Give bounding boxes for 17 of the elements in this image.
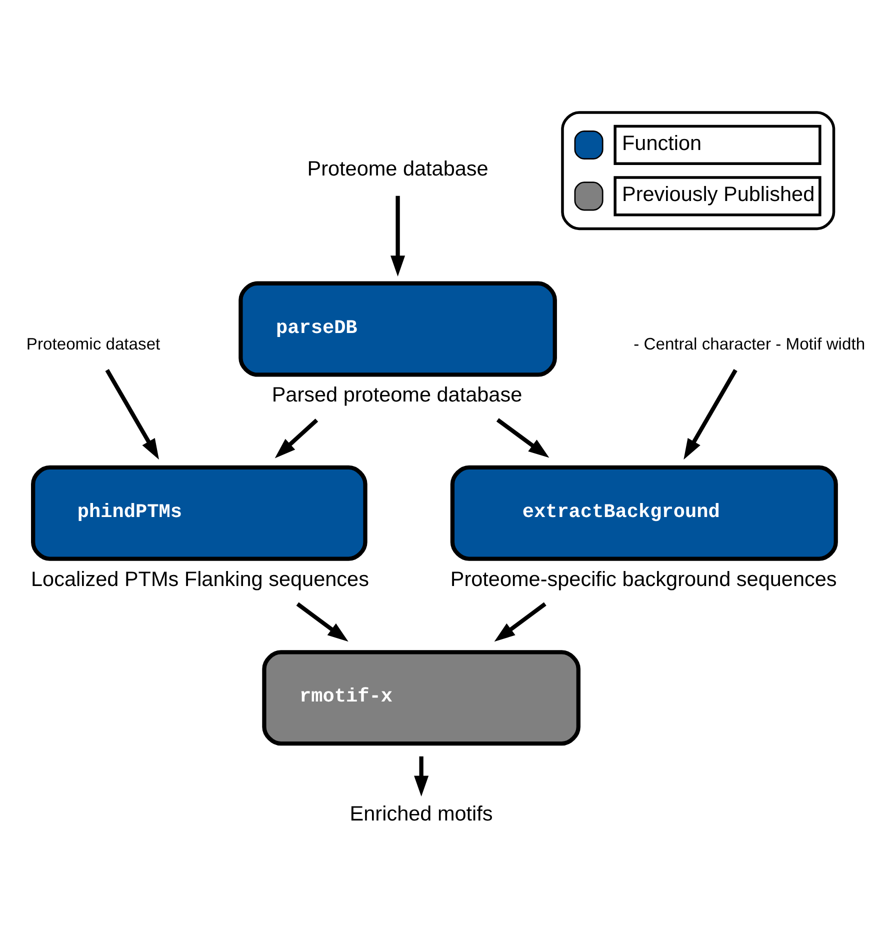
arrow [390, 195, 406, 276]
arrow [684, 368, 738, 460]
node-text: - Central character - Motif width [634, 334, 866, 353]
node-label: Localized PTMs Flanking sequences [31, 567, 369, 590]
node-text: Proteomic dataset [26, 334, 160, 353]
arrow [496, 418, 550, 458]
node-text: Enriched motifs [350, 802, 493, 825]
arrow [105, 368, 159, 460]
arrow [494, 602, 546, 642]
node-text: Proteome database [307, 156, 488, 180]
arrow [274, 418, 318, 458]
node-label: Proteome-specific background sequences [450, 567, 837, 590]
arrow [414, 756, 429, 796]
node-label: Parsed proteome database [272, 383, 522, 406]
arrow [296, 602, 348, 642]
legend-label: Previously Published [622, 182, 815, 206]
legend-label: Function [622, 131, 702, 154]
